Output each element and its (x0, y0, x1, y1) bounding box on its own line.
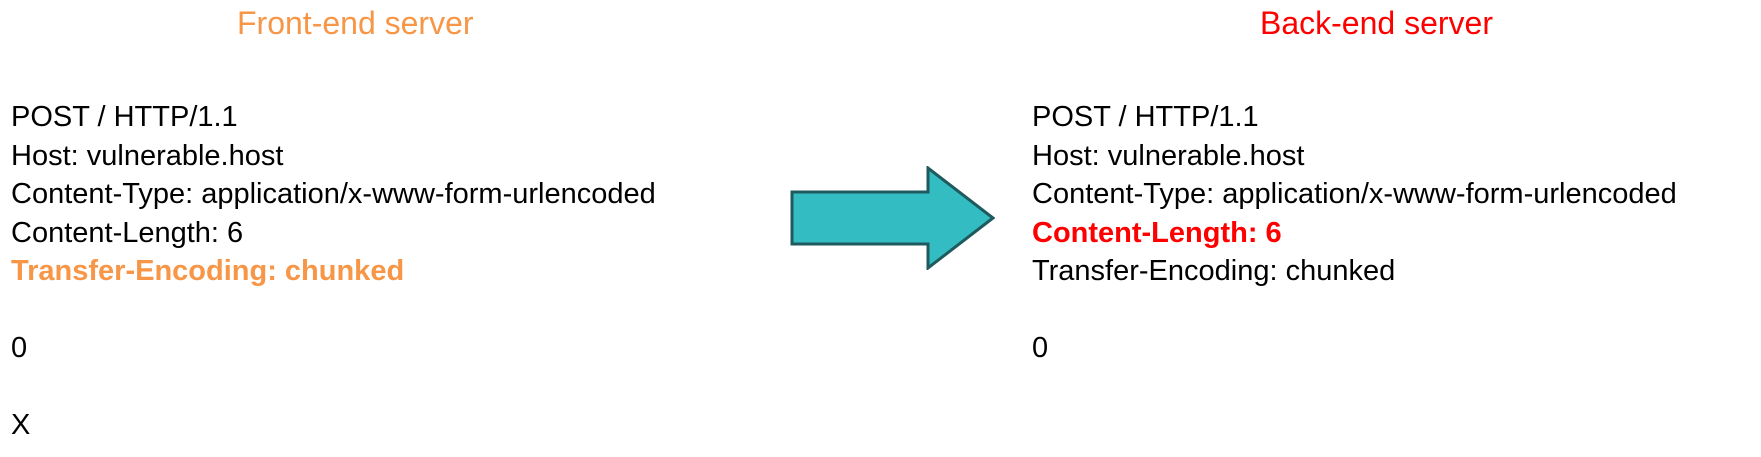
front-request-line: Host: vulnerable.host (11, 139, 284, 172)
back-request-line-highlighted: Content-Length: 6 (1032, 216, 1282, 249)
front-end-title: Front-end server (237, 5, 474, 41)
front-request-line: X (11, 409, 31, 441)
front-request-line (11, 368, 656, 407)
back-request-line: Content-Type: application/x-www-form-url… (1032, 178, 1677, 210)
back-request-line: POST / HTTP/1.1 (1032, 101, 1259, 133)
front-request-line: Content-Length: 6 (11, 216, 244, 249)
back-request-line: Transfer-Encoding: chunked (1032, 255, 1396, 287)
back-request-line: 0 (1032, 332, 1049, 364)
arrow-shape (790, 166, 995, 270)
front-request-line: Content-Type: application/x-www-form-url… (11, 178, 656, 210)
front-request-line (11, 291, 656, 330)
front-request-line: POST / HTTP/1.1 (11, 101, 238, 133)
front-request-line: 0 (11, 332, 28, 364)
back-request-line (1032, 291, 1677, 330)
back-request-line: Host: vulnerable.host (1032, 139, 1305, 172)
front-request-line-highlighted: Transfer-Encoding: chunked (11, 255, 405, 287)
back-end-title: Back-end server (1260, 5, 1493, 41)
right-arrow-icon (790, 166, 995, 270)
